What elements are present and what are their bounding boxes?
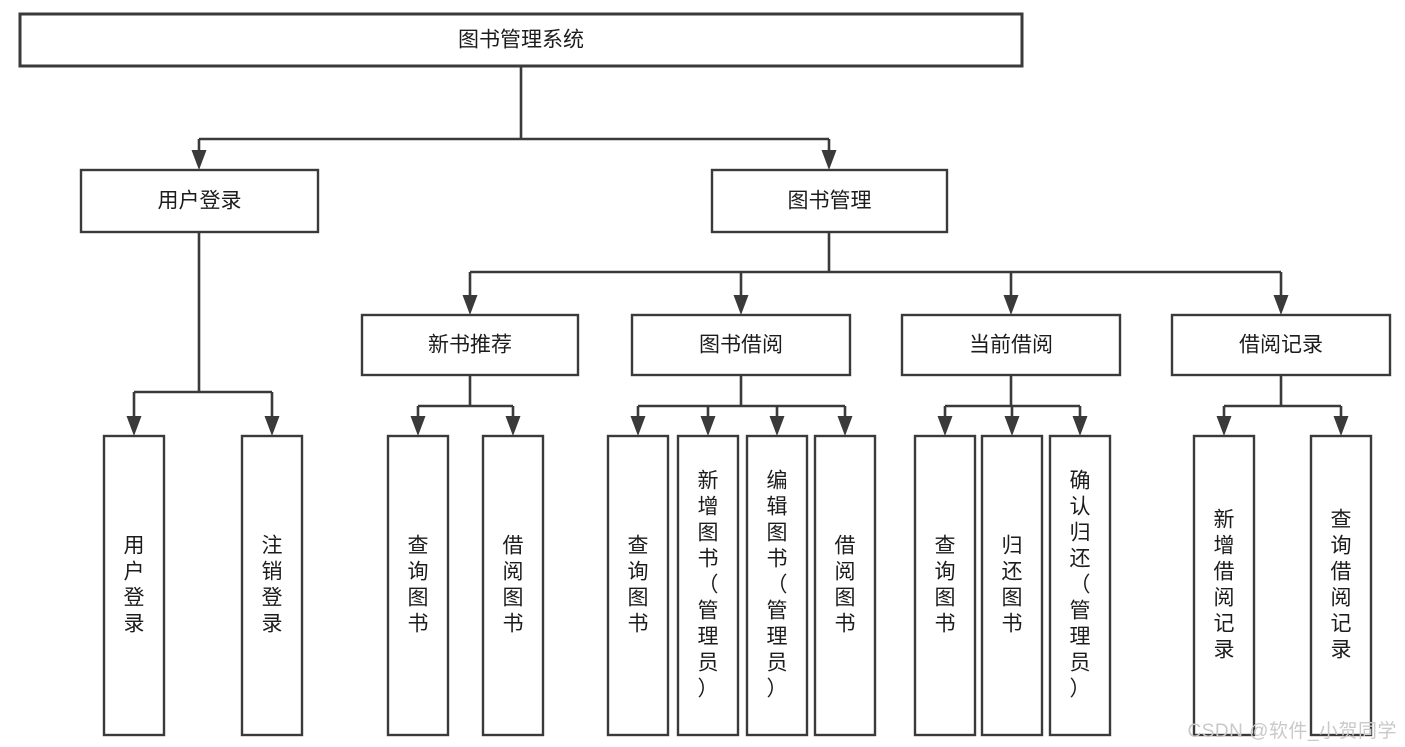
connector-arrow-icon (700, 416, 716, 436)
node-box[interactable] (1309, 434, 1373, 737)
node-label: 新书推荐 (428, 334, 512, 357)
node-leaf-return-book[interactable]: 归还图书 (980, 434, 1044, 737)
node-borrow-record[interactable]: 借阅记录 (1170, 313, 1392, 377)
connector-arrow-icon (769, 416, 785, 436)
node-leaf-user-login[interactable]: 用户登录 (102, 434, 166, 737)
connector-arrow-icon (410, 416, 426, 436)
connector-arrow-icon (1333, 416, 1349, 436)
connector-arrow-icon (1216, 416, 1232, 436)
connector-arrow-icon (937, 416, 953, 436)
connector-arrow-icon (1072, 416, 1088, 436)
connector-arrow-icon (733, 295, 749, 315)
node-leaf-add-record[interactable]: 新增借阅记录 (1192, 434, 1256, 737)
node-box[interactable] (1048, 434, 1112, 737)
connector-arrow-icon (1004, 416, 1020, 436)
connector-userlogin-to-leaves (126, 232, 280, 436)
connector-root-to-level2 (191, 66, 837, 170)
node-leaf-add-book[interactable]: 新增图书（管理员） (676, 434, 740, 737)
node-leaf-borrow-book-1[interactable]: 借阅图书 (481, 434, 545, 737)
node-box[interactable] (1170, 313, 1392, 377)
connector-arrow-icon (630, 416, 646, 436)
node-label: 借阅记录 (1239, 334, 1323, 357)
node-book-manage[interactable]: 图书管理 (710, 168, 949, 234)
node-label: 借阅图书 (503, 534, 524, 635)
node-box[interactable] (900, 313, 1122, 377)
node-label: 确认归还（管理员） (1070, 469, 1091, 700)
node-box[interactable] (745, 434, 809, 737)
node-current-borrow[interactable]: 当前借阅 (900, 313, 1122, 377)
connector-arrow-icon (191, 150, 207, 170)
connector-arrow-icon (1003, 295, 1019, 315)
connector-layer (126, 66, 1349, 436)
node-new-book-rec[interactable]: 新书推荐 (360, 313, 580, 377)
node-box[interactable] (980, 434, 1044, 737)
node-label: 图书管理系统 (458, 29, 584, 52)
node-leaf-borrow-book-2[interactable]: 借阅图书 (813, 434, 877, 737)
node-label: 当前借阅 (969, 334, 1053, 357)
connector-currentborrow-to-leaves (937, 375, 1088, 436)
node-label: 用户登录 (158, 190, 242, 213)
node-leaf-query-book-2[interactable]: 查询图书 (606, 434, 670, 737)
connector-arrow-icon (505, 416, 521, 436)
node-label: 查询图书 (935, 534, 956, 635)
node-box[interactable] (360, 313, 580, 377)
connector-arrow-icon (126, 416, 142, 436)
connector-bookmanage-to-level3 (462, 232, 1289, 315)
node-box[interactable] (630, 313, 852, 377)
node-label: 新增借阅记录 (1214, 508, 1235, 661)
node-label: 新增图书（管理员） (698, 469, 719, 700)
node-box[interactable] (813, 434, 877, 737)
node-box[interactable] (1192, 434, 1256, 737)
node-root[interactable]: 图书管理系统 (18, 12, 1024, 68)
node-user-login[interactable]: 用户登录 (79, 168, 320, 234)
connector-arrow-icon (462, 295, 478, 315)
node-box[interactable] (18, 12, 1024, 68)
connector-arrow-icon (837, 416, 853, 436)
node-label: 查询图书 (408, 534, 429, 635)
node-label: 注销登录 (262, 534, 283, 635)
connector-borrowrecord-to-leaves (1216, 375, 1349, 436)
node-box[interactable] (79, 168, 320, 234)
node-label: 查询借阅记录 (1331, 508, 1352, 661)
node-leaf-logout[interactable]: 注销登录 (240, 434, 304, 737)
node-box[interactable] (606, 434, 670, 737)
connector-arrow-icon (264, 416, 280, 436)
connector-arrow-icon (1273, 295, 1289, 315)
node-box[interactable] (102, 434, 166, 737)
node-leaf-query-record[interactable]: 查询借阅记录 (1309, 434, 1373, 737)
node-leaf-query-book-1[interactable]: 查询图书 (386, 434, 450, 737)
node-box[interactable] (676, 434, 740, 737)
node-label: 编辑图书（管理员） (767, 469, 788, 700)
node-label: 图书管理 (788, 190, 872, 213)
node-label: 归还图书 (1002, 534, 1023, 635)
node-label: 查询图书 (628, 534, 649, 635)
node-leaf-edit-book[interactable]: 编辑图书（管理员） (745, 434, 809, 737)
connector-bookborrow-to-leaves (630, 375, 853, 436)
node-label: 图书借阅 (699, 334, 783, 357)
connector-newbook-to-leaves (410, 375, 521, 436)
node-box[interactable] (710, 168, 949, 234)
connector-arrow-icon (821, 150, 837, 170)
node-layer: 图书管理系统用户登录图书管理新书推荐图书借阅当前借阅借阅记录用户登录注销登录查询… (18, 12, 1392, 737)
node-box[interactable] (386, 434, 450, 737)
node-label: 用户登录 (124, 534, 145, 635)
node-label: 借阅图书 (835, 534, 856, 635)
node-leaf-confirm-return[interactable]: 确认归还（管理员） (1048, 434, 1112, 737)
node-leaf-query-book-3[interactable]: 查询图书 (913, 434, 977, 737)
node-box[interactable] (481, 434, 545, 737)
node-box[interactable] (240, 434, 304, 737)
node-box[interactable] (913, 434, 977, 737)
node-book-borrow[interactable]: 图书借阅 (630, 313, 852, 377)
